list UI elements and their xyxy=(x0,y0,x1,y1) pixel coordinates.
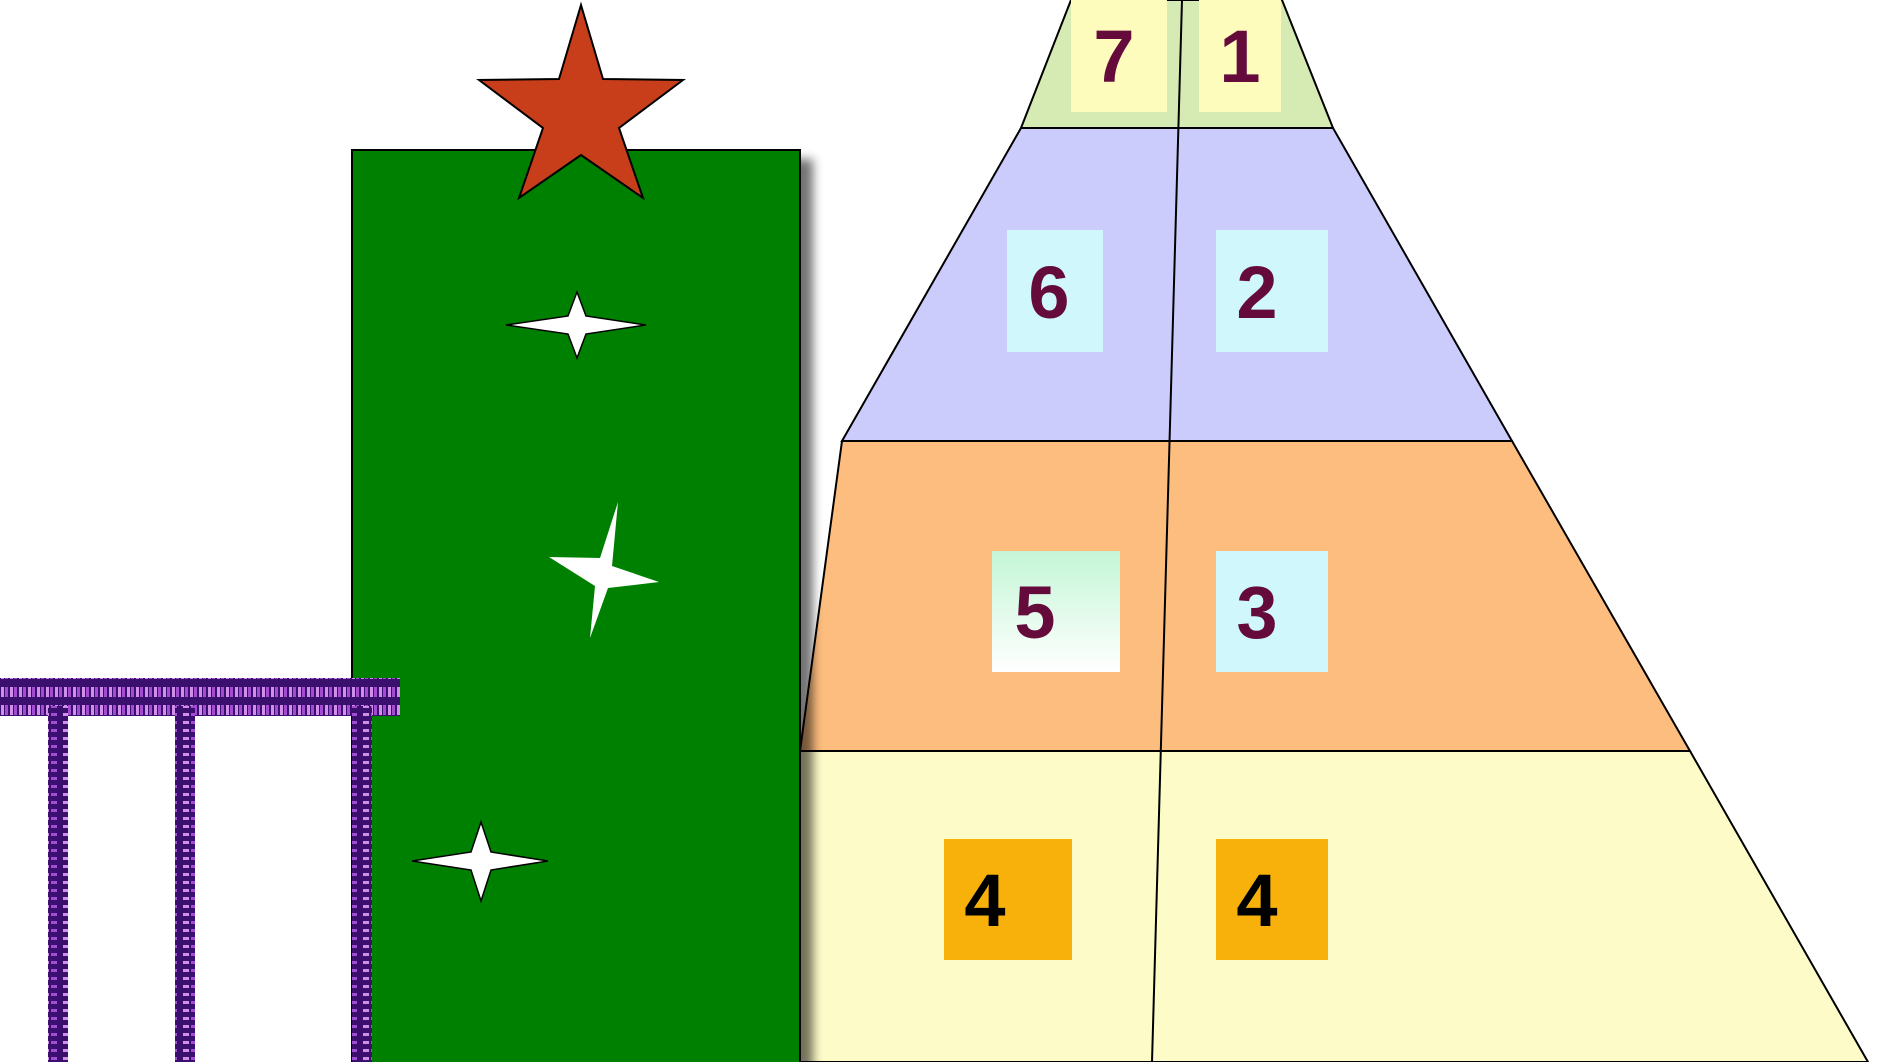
pyramid-tier-top xyxy=(1021,0,1333,128)
tier3-right-number: 3 xyxy=(1236,571,1277,654)
fence-post-1 xyxy=(48,706,68,1062)
purple-fence xyxy=(0,678,400,1062)
fence-post-3 xyxy=(352,706,372,1062)
tier4-left-number: 4 xyxy=(964,859,1005,942)
tier1-right-number: 1 xyxy=(1219,15,1260,98)
green-panel xyxy=(352,150,800,1062)
tier3-left-number: 5 xyxy=(1014,571,1055,654)
tile-tier4-left xyxy=(944,839,1072,960)
tier1-left-number: 7 xyxy=(1093,15,1134,98)
tile-tier3-left xyxy=(992,551,1120,672)
tier2-left-number: 6 xyxy=(1028,251,1069,334)
fence-post-2 xyxy=(175,706,195,1062)
tier2-right-number: 2 xyxy=(1236,251,1277,334)
tier4-right-number: 4 xyxy=(1236,859,1277,942)
